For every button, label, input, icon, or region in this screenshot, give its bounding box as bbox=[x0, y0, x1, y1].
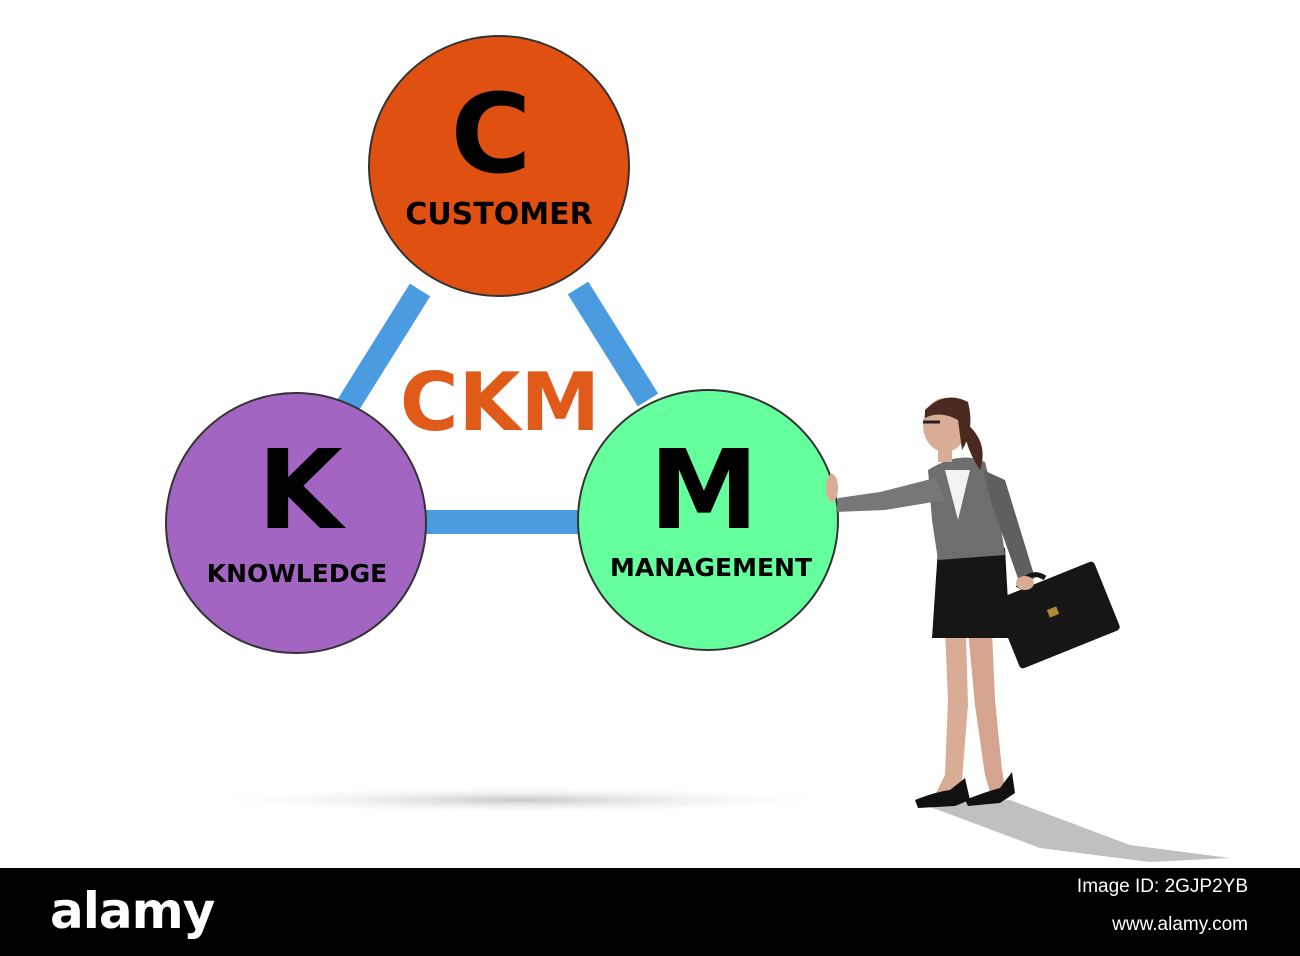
knowledge-circle bbox=[165, 392, 427, 654]
knowledge-letter: K bbox=[257, 426, 346, 554]
businesswoman-figure bbox=[826, 397, 1120, 808]
management-word: MANAGEMENT bbox=[610, 553, 812, 582]
connector-customer-knowledge bbox=[334, 283, 431, 417]
person-shadow bbox=[925, 800, 1230, 862]
connector-triangle bbox=[334, 281, 659, 534]
image-id-text: Image ID: 2GJP2YB bbox=[1076, 876, 1248, 897]
customer-circle bbox=[368, 35, 630, 297]
ckm-diagram-scene: CKM C CUSTOMER K KNOWLEDGE M MANAGEMENT bbox=[165, 35, 1230, 862]
source-url-text: www.alamy.com bbox=[1112, 914, 1248, 935]
floor-shadow bbox=[190, 786, 850, 814]
node-customer: C CUSTOMER bbox=[368, 35, 630, 297]
customer-word: CUSTOMER bbox=[405, 197, 592, 232]
watermark-footer: alamy Image ID: 2GJP2YB www.alamy.com bbox=[0, 868, 1300, 956]
alamy-logo: alamy bbox=[50, 882, 215, 940]
customer-letter: C bbox=[451, 70, 532, 198]
node-management: M MANAGEMENT bbox=[577, 389, 839, 651]
management-circle bbox=[577, 389, 839, 651]
management-letter: M bbox=[649, 426, 758, 554]
center-label: CKM bbox=[400, 356, 600, 449]
knowledge-word: KNOWLEDGE bbox=[207, 559, 387, 588]
node-knowledge: K KNOWLEDGE bbox=[165, 392, 427, 654]
connector-customer-management bbox=[567, 281, 659, 407]
